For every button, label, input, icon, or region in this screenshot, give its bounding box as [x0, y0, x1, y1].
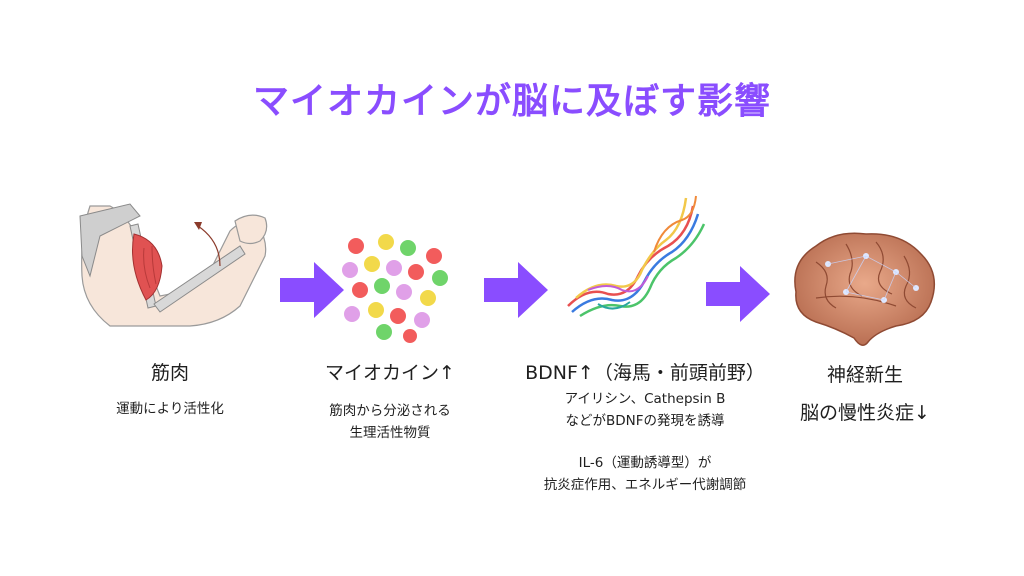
flow-arrow-1	[280, 262, 344, 318]
stage-3-desc-line-2: などがBDNFの発現を誘導	[565, 413, 725, 429]
stage-3-desc: アイリシン、Cathepsin B などがBDNFの発現を誘導	[530, 388, 760, 432]
stage-3-title: BDNF↑（海馬・前頭前野）	[525, 362, 765, 384]
brain-icon	[776, 222, 946, 352]
stage-1-title: 筋肉	[150, 362, 189, 384]
stage-3-desc2-line-2: 抗炎症作用、エネルギー代謝調節	[543, 477, 747, 493]
stage-3-desc-line-1: アイリシン、Cathepsin B	[564, 391, 726, 407]
stage-3-desc2-line-1: IL-6（運動誘導型）が	[578, 455, 712, 471]
myokine-molecules-icon	[336, 234, 456, 344]
stage-1-desc-line-1: 運動により活性化	[116, 401, 224, 417]
stage-4-title-2: 脳の慢性炎症↓	[800, 402, 930, 424]
stage-4-title: 神経新生	[826, 364, 903, 386]
page-title: マイオカインが脳に及ぼす影響	[252, 81, 771, 122]
flow-arrow-2	[484, 262, 548, 318]
stage-2-desc-line-2: 生理活性物質	[349, 425, 431, 441]
stage-1-desc: 運動により活性化	[80, 398, 260, 420]
stage-2-title: マイオカイン↑	[325, 362, 455, 384]
stage-2-desc-line-1: 筋肉から分泌される	[329, 403, 451, 419]
stage-3-desc2: IL-6（運動誘導型）が 抗炎症作用、エネルギー代謝調節	[510, 452, 780, 496]
protein-structure-icon	[558, 186, 708, 336]
flow-arrow-3	[706, 266, 770, 322]
stage-2-desc: 筋肉から分泌される 生理活性物質	[300, 400, 480, 444]
arm-muscle-icon	[70, 196, 270, 346]
